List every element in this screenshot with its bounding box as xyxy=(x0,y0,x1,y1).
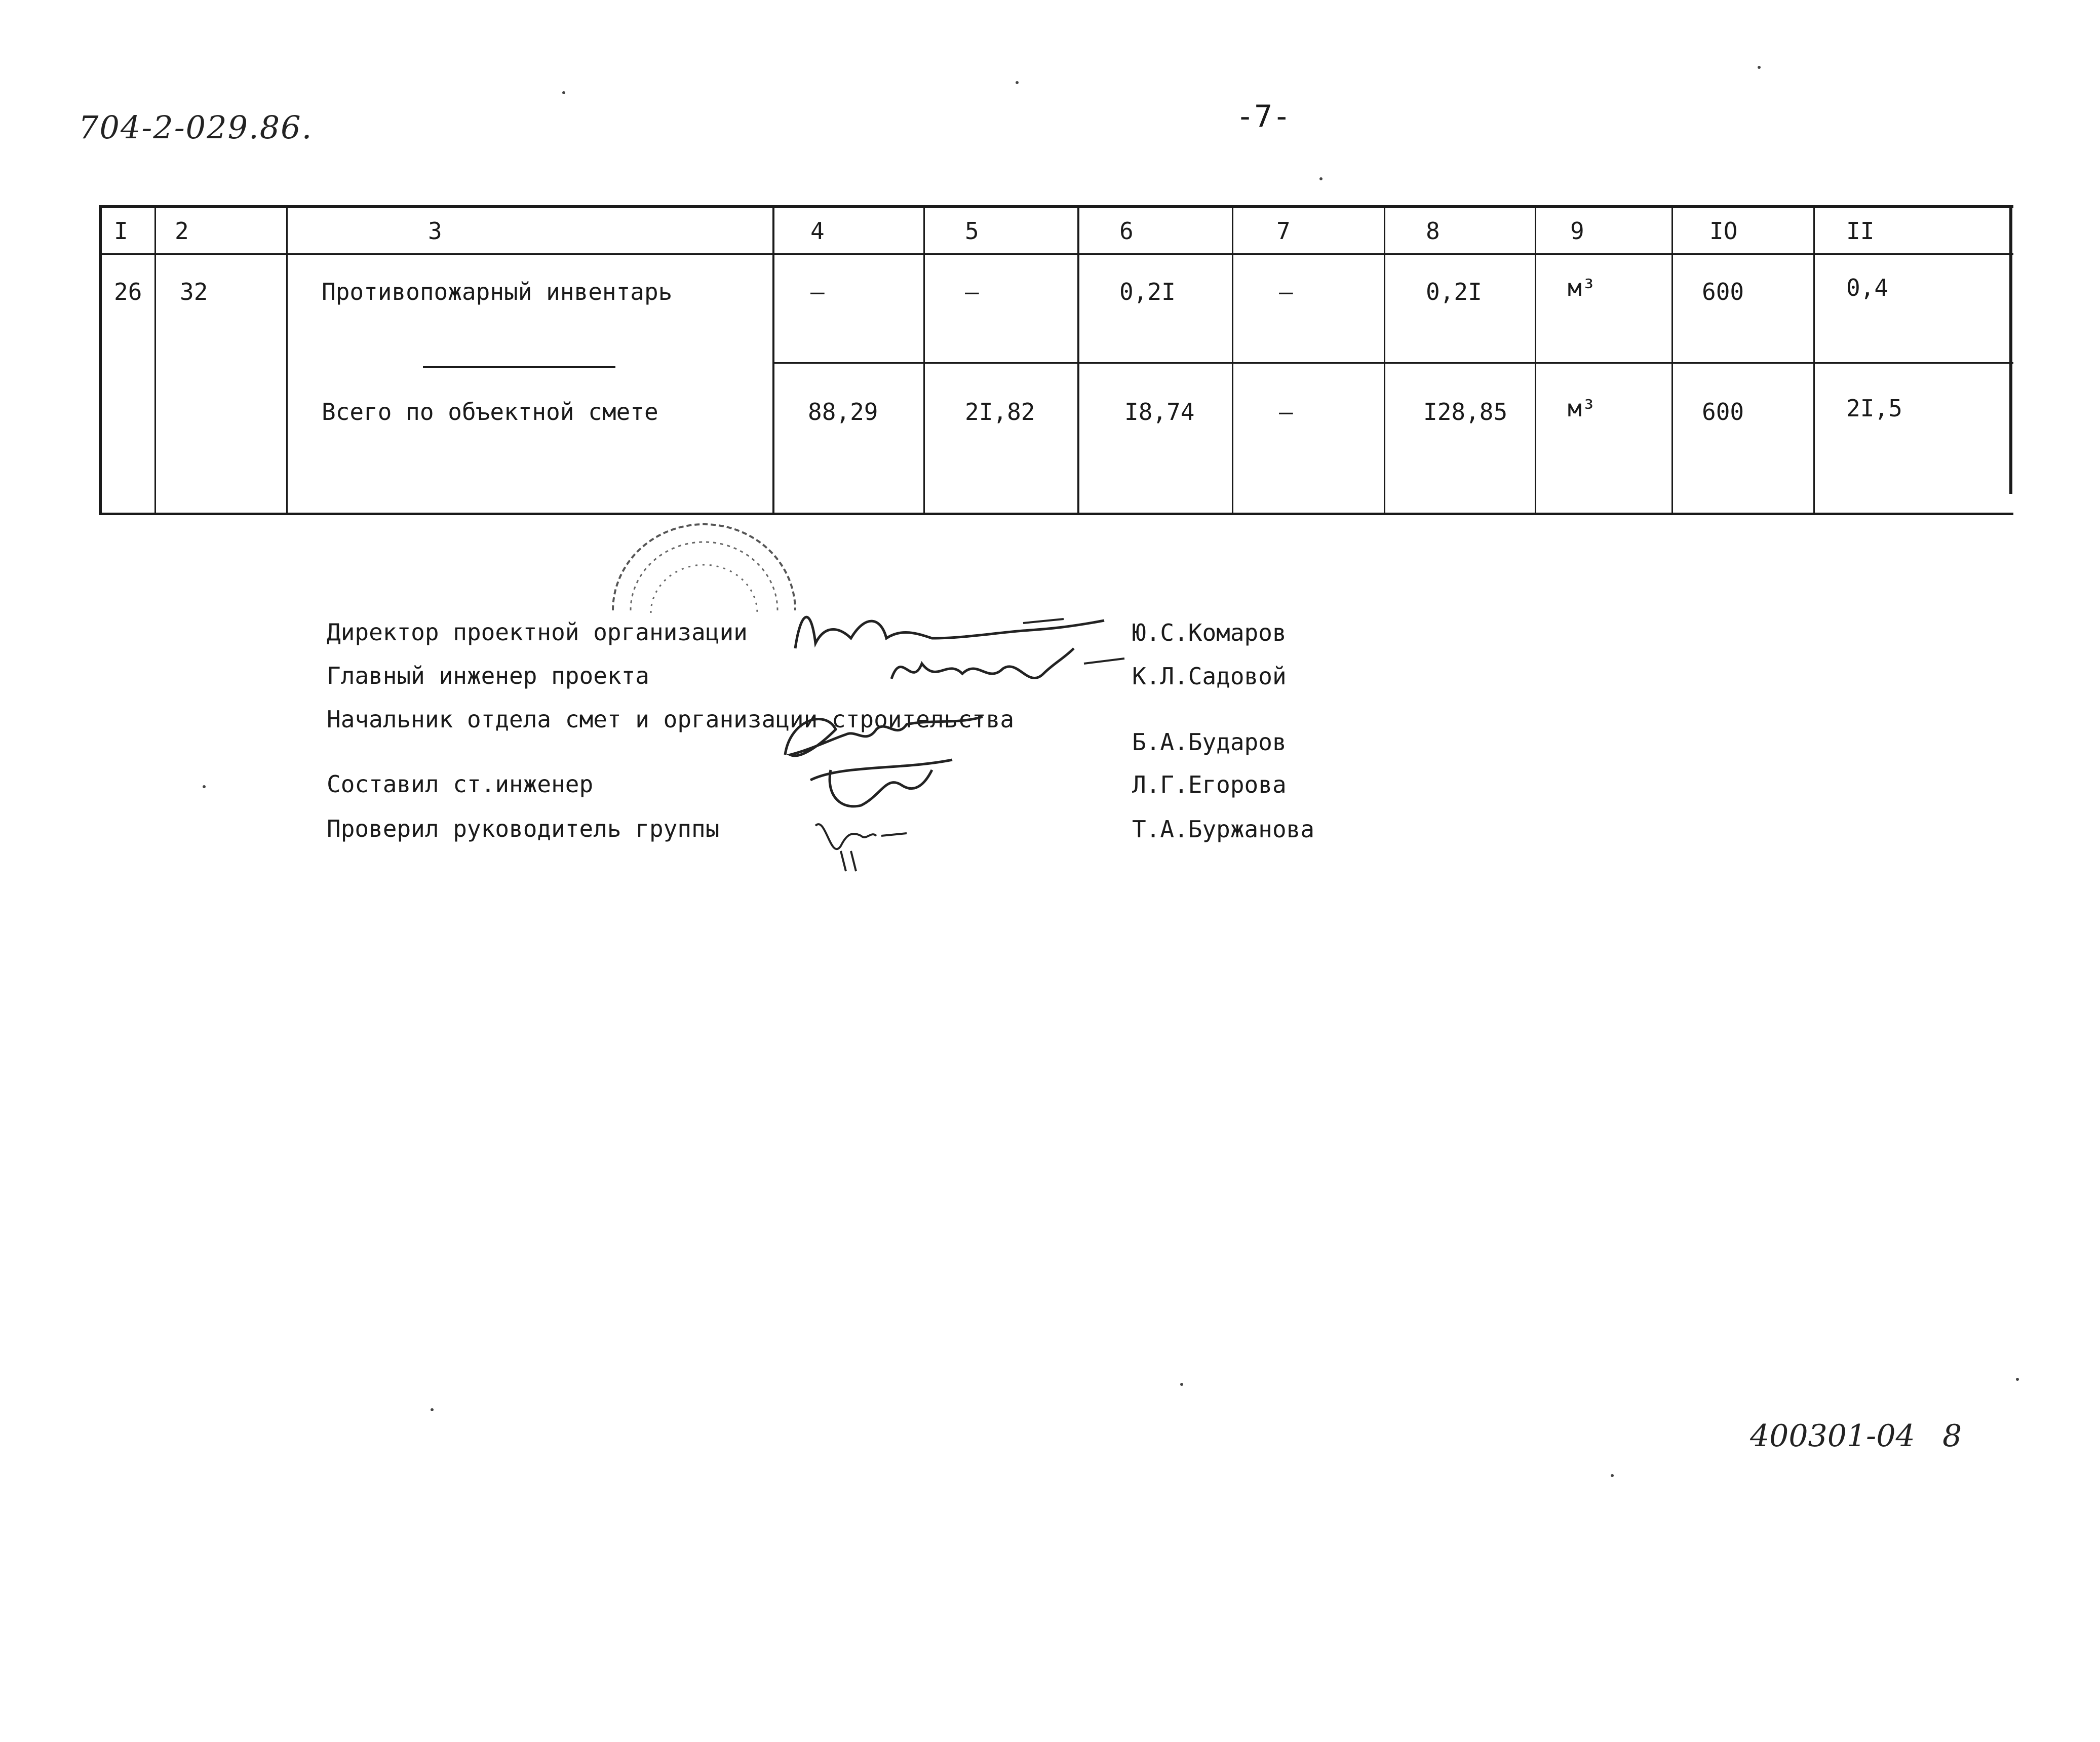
table-cell: I28,85 xyxy=(1423,398,1508,425)
signatory-name-chief-engineer: К.Л.Садовой xyxy=(1132,663,1287,690)
scan-speck xyxy=(1319,177,1323,180)
col-rule xyxy=(286,205,288,515)
col-rule xyxy=(1671,205,1673,515)
table-cell: м³ xyxy=(1568,395,1596,422)
table-cell: Всего по объектной смете xyxy=(322,398,658,425)
table-cell: 88,29 xyxy=(808,398,878,425)
col-rule xyxy=(772,205,774,515)
signature-estimates-head xyxy=(784,715,983,757)
col-number: 4 xyxy=(810,217,825,245)
col-number: I xyxy=(114,217,128,245)
col-number: 8 xyxy=(1426,217,1440,245)
signatory-title-chief-engineer: Главный инженер проекта xyxy=(327,662,649,689)
col-number: 6 xyxy=(1119,217,1134,245)
col-number: 5 xyxy=(965,217,979,245)
table-cell: 600 xyxy=(1702,278,1744,305)
col-number: 9 xyxy=(1570,217,1584,245)
header-row-divider xyxy=(99,253,2013,255)
col-rule xyxy=(1384,205,1385,515)
col-rule xyxy=(1077,205,1079,515)
scan-speck xyxy=(431,1408,434,1411)
document-code: 704-2-029.86. xyxy=(79,109,313,146)
col-rule xyxy=(154,205,156,515)
col-number: 2 xyxy=(175,217,189,245)
signature-compiler xyxy=(809,758,953,808)
signatory-title-checker: Проверил руководитель группы xyxy=(327,815,720,842)
archive-sheet-number: 8 xyxy=(1942,1418,1962,1454)
table-cell: – xyxy=(810,278,825,305)
table-cell: 26 xyxy=(114,278,142,305)
signature-checker xyxy=(814,823,907,872)
organization-stamp xyxy=(612,523,796,613)
signatory-name-checker: Т.А.Буржанова xyxy=(1132,816,1315,843)
table-cell: м³ xyxy=(1568,274,1596,301)
table-cell: 0,4 xyxy=(1846,274,1889,301)
page-number: -7- xyxy=(1236,99,1291,134)
table-cell: – xyxy=(965,278,979,305)
table-cell: 2I,5 xyxy=(1846,395,1902,422)
signatory-title-director: Директор проектной организации xyxy=(327,618,748,646)
col-number: 3 xyxy=(428,217,442,245)
signature-director xyxy=(794,615,1105,649)
row-divider-short xyxy=(423,366,615,368)
archive-code: 400301-04 xyxy=(1750,1418,1915,1454)
signatory-title-compiler: Составил ст.инженер xyxy=(327,770,594,798)
table-cell: 0,2I xyxy=(1426,278,1482,305)
scan-speck xyxy=(1758,66,1761,69)
signatory-name-compiler: Л.Г.Егорова xyxy=(1132,771,1287,798)
signature-chief-engineer xyxy=(890,647,1125,679)
table-bottom-border xyxy=(99,513,2013,515)
row-divider-data xyxy=(772,362,2013,364)
table-cell: – xyxy=(1279,278,1293,305)
scan-speck xyxy=(203,785,206,788)
table-cell: Противопожарный инвентарь xyxy=(322,278,673,305)
scan-speck xyxy=(2016,1378,2019,1381)
col-rule xyxy=(99,205,102,515)
table-cell: 2I,82 xyxy=(965,398,1035,425)
col-rule xyxy=(1535,205,1536,515)
col-rule xyxy=(1813,205,1815,515)
col-number: II xyxy=(1846,217,1875,245)
col-rule xyxy=(2009,205,2012,494)
scan-speck xyxy=(562,91,565,94)
scan-speck xyxy=(1180,1383,1183,1386)
table-top-border xyxy=(99,205,2013,208)
scan-speck xyxy=(1611,1474,1614,1477)
col-rule xyxy=(1232,205,1233,515)
signatory-name-director: Ю.С.Комаров xyxy=(1132,619,1287,646)
table-cell: 0,2I xyxy=(1119,278,1176,305)
signatory-title-estimates-head: Начальник отдела смет и организации стро… xyxy=(327,706,1015,733)
estimate-table: I 2 3 4 5 6 7 8 9 IO II 26 32 Противопож… xyxy=(99,205,2013,515)
signatory-name-estimates-head: Б.А.Бударов xyxy=(1132,728,1287,756)
col-number: IO xyxy=(1709,217,1738,245)
col-number: 7 xyxy=(1276,217,1291,245)
table-cell: I8,74 xyxy=(1124,398,1195,425)
col-rule xyxy=(923,205,925,515)
table-cell: – xyxy=(1279,398,1293,425)
table-cell: 32 xyxy=(180,278,208,305)
scan-speck xyxy=(1016,81,1019,84)
table-cell: 600 xyxy=(1702,398,1744,425)
